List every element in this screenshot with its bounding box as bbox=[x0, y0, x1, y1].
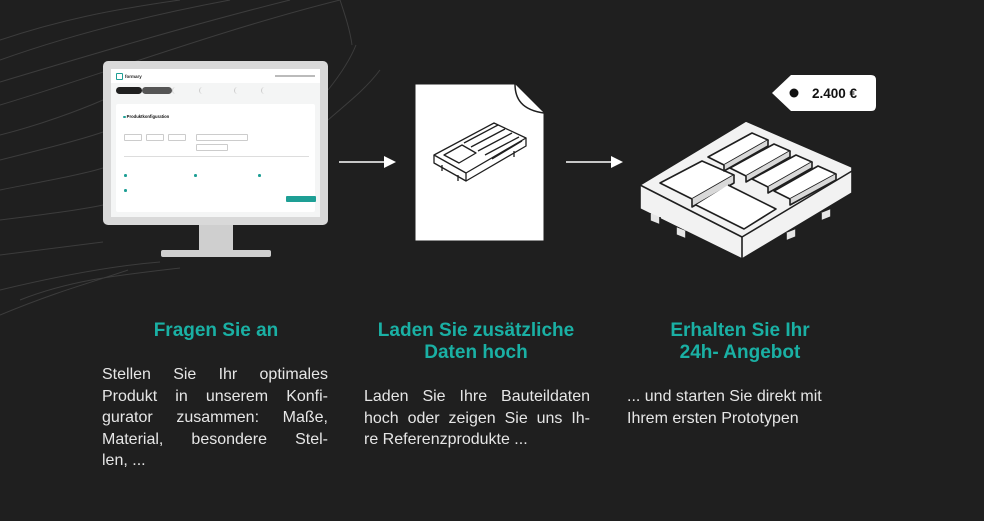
config-field bbox=[168, 134, 186, 141]
document-icon bbox=[414, 83, 545, 242]
configurator-monitor: formary Produktkonfiguration bbox=[103, 61, 328, 263]
document-filename: TIEFZIEHTEIL.STEP bbox=[423, 205, 536, 217]
status-dot-icon bbox=[123, 115, 126, 118]
tray-icon bbox=[639, 120, 853, 260]
option-dot-icon bbox=[124, 189, 127, 192]
app-brand: formary bbox=[125, 73, 142, 79]
monitor-frame: formary Produktkonfiguration bbox=[103, 61, 328, 225]
step-1-title: Fragen Sie an bbox=[153, 320, 279, 341]
arrow-right-icon bbox=[339, 156, 396, 168]
step-file-document: TIEFZIEHTEIL.STEP bbox=[414, 83, 545, 242]
app-header: formary bbox=[111, 69, 320, 83]
step-3-description: ... und starten Sie direkt mit Ihrem ers… bbox=[627, 388, 822, 427]
price-tag-icon bbox=[772, 75, 876, 111]
arrow-right-icon bbox=[566, 156, 623, 168]
app-step bbox=[261, 87, 288, 94]
price-value: 2.400 € bbox=[812, 86, 858, 101]
monitor-neck bbox=[199, 225, 233, 250]
option-dot-icon bbox=[258, 174, 261, 177]
configurator-card: Produktkonfiguration bbox=[116, 104, 316, 212]
app-logo: formary bbox=[116, 72, 142, 80]
app-step bbox=[172, 87, 199, 94]
config-divider bbox=[124, 156, 309, 157]
configurator-heading-text: Produktkonfiguration bbox=[126, 114, 170, 119]
app-step-current bbox=[142, 87, 172, 94]
monitor-screen: formary Produktkonfiguration bbox=[111, 69, 320, 217]
config-field bbox=[124, 134, 142, 141]
formary-logo-icon bbox=[116, 72, 123, 80]
app-step bbox=[234, 87, 261, 94]
configurator-heading: Produktkonfiguration bbox=[123, 114, 169, 119]
step-2-title: Laden Sie zusätzliche Daten hoch bbox=[377, 320, 575, 363]
config-field bbox=[196, 134, 248, 141]
step-3-title: Erhalten Sie Ihr 24h- Angebot bbox=[670, 320, 810, 363]
app-steps bbox=[116, 87, 315, 94]
drawer-insert-icon bbox=[433, 122, 527, 182]
app-step-active bbox=[116, 87, 142, 94]
app-header-links bbox=[275, 75, 315, 77]
config-field bbox=[146, 134, 164, 141]
price-tag: 2.400 € bbox=[771, 73, 877, 113]
config-field bbox=[196, 144, 228, 151]
app-step bbox=[199, 87, 234, 94]
monitor-foot bbox=[161, 250, 271, 257]
option-dot-icon bbox=[194, 174, 197, 177]
option-dot-icon bbox=[124, 174, 127, 177]
config-next-button bbox=[286, 196, 316, 202]
step-1-description: Stellen Sie Ihr optimales Produkt in uns… bbox=[102, 366, 328, 469]
step-2-description: Laden Sie Ihre Bauteildaten hoch oder ze… bbox=[364, 388, 590, 448]
